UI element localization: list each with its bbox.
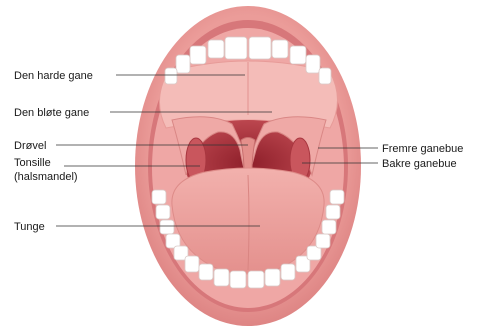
label-tonsil-line1: Tonsille: [14, 157, 51, 169]
label-uvula: Drøvel: [14, 140, 46, 152]
label-soft-palate: Den bløte gane: [14, 107, 89, 119]
label-posterior-arch: Bakre ganebue: [382, 158, 457, 170]
label-anterior-arch: Fremre ganebue: [382, 143, 463, 155]
label-tonsil-line2: (halsmandel): [14, 171, 78, 183]
label-hard-palate: Den harde gane: [14, 70, 93, 82]
label-tongue: Tunge: [14, 221, 45, 233]
